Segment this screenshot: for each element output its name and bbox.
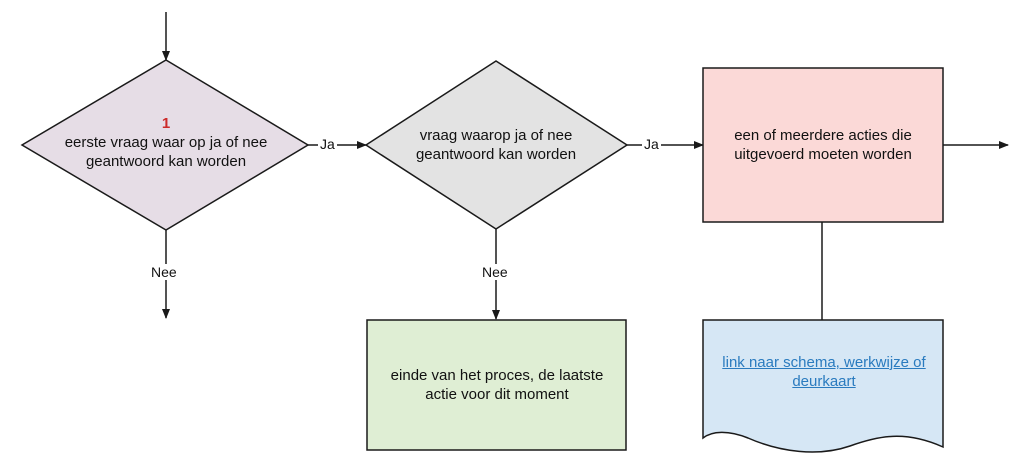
decision-2-text: vraag waarop ja of nee geantwoord kan wo… — [415, 127, 577, 163]
end-box[interactable] — [366, 319, 627, 451]
edge-label-d2-ja: Ja — [642, 136, 661, 152]
document-link[interactable]: link naar schema, werkwijze of deurkaart — [722, 354, 926, 390]
action-box[interactable] — [702, 67, 944, 223]
edge-label-d2-nee: Nee — [480, 264, 510, 280]
edge-label-d1-nee: Nee — [149, 264, 179, 280]
action-text: een of meerdere acties die uitgevoerd mo… — [734, 127, 912, 163]
decision-2-label: vraag waarop ja of nee geantwoord kan wo… — [404, 126, 588, 164]
edge-label-d1-ja: Ja — [318, 136, 337, 152]
action-label: een of meerdere acties die uitgevoerd mo… — [718, 126, 928, 164]
step-number: 1 — [161, 115, 171, 132]
decision-1-label: 1 eerste vraag waar op ja of nee geantwo… — [48, 114, 284, 171]
decision-2-diamond[interactable] — [364, 60, 629, 230]
end-text: einde van het proces, de laatste actie v… — [390, 367, 604, 403]
end-label: einde van het proces, de laatste actie v… — [377, 366, 617, 404]
decision-1-diamond[interactable] — [20, 59, 310, 231]
document-shape[interactable] — [702, 319, 944, 453]
decision-1-text: eerste vraag waar op ja of nee geantwoor… — [64, 134, 268, 170]
document-label: link naar schema, werkwijze of deurkaart — [713, 353, 935, 391]
